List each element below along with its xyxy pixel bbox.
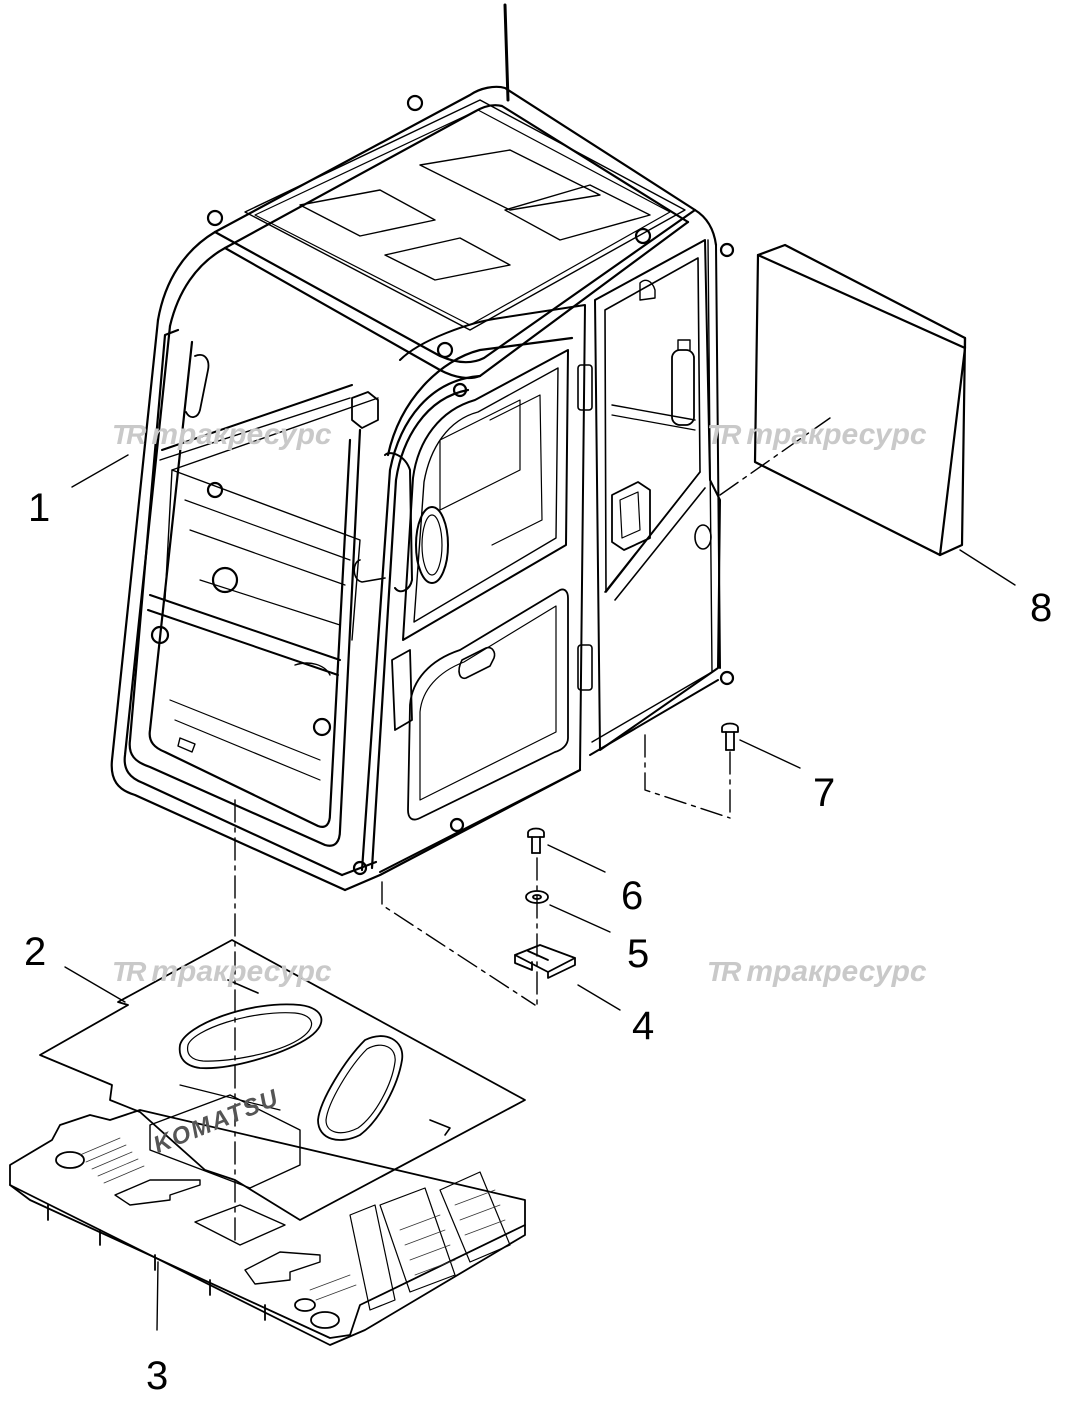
watermark-logo-icon: TR xyxy=(707,419,741,450)
floor-mat-top xyxy=(39,939,526,1221)
watermark-text: тракресурс xyxy=(151,955,332,988)
callout-4: 4 xyxy=(632,1004,655,1048)
leader-lines xyxy=(64,454,1016,1331)
bolt-7 xyxy=(721,722,739,751)
centerlines xyxy=(234,417,831,1246)
callout-7: 7 xyxy=(813,771,836,815)
clip-4 xyxy=(514,944,576,979)
callout-5: 5 xyxy=(627,932,650,976)
watermark-text: тракресурс xyxy=(746,955,927,988)
watermark-text: тракресурс xyxy=(746,418,927,451)
callout-8: 8 xyxy=(1030,586,1053,630)
callout-6: 6 xyxy=(621,874,644,918)
bolt-6 xyxy=(527,827,545,854)
filter-panel xyxy=(753,243,967,557)
watermark-text: тракресурс xyxy=(151,418,332,451)
operator-cab xyxy=(110,3,735,892)
callout-2: 2 xyxy=(24,930,47,974)
callout-1: 1 xyxy=(28,486,51,530)
mat-grille-texture xyxy=(79,1137,506,1301)
floor-base xyxy=(9,1109,526,1346)
callout-3: 3 xyxy=(146,1354,169,1398)
watermark-logo-icon: TR xyxy=(707,956,741,987)
watermark-logo-icon: TR xyxy=(112,956,146,987)
watermark-logo-icon: TR xyxy=(112,419,146,450)
